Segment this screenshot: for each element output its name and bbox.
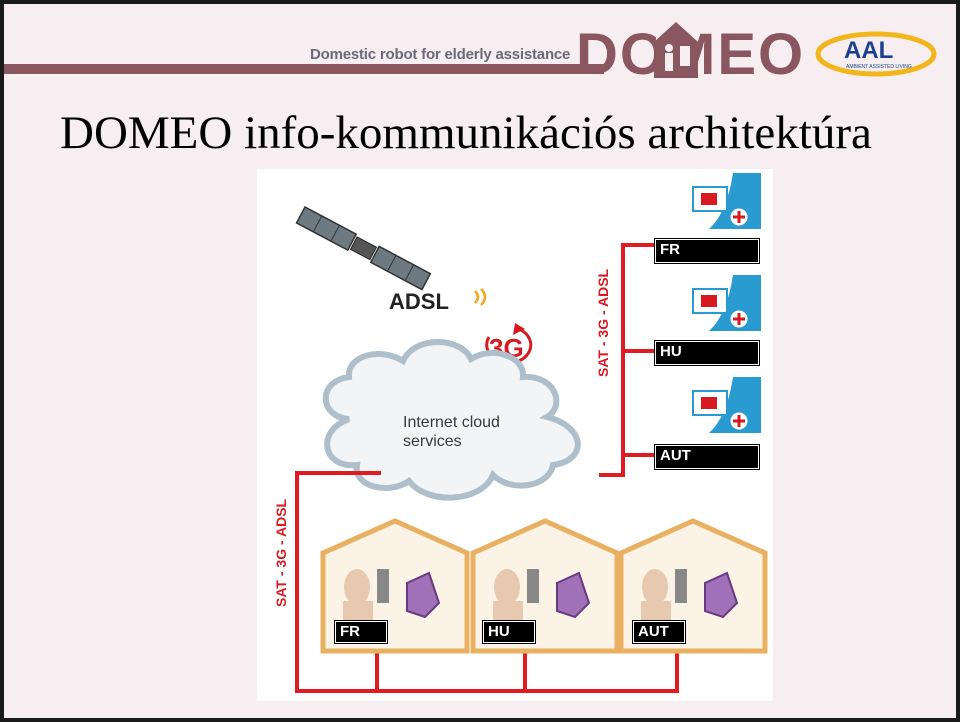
architecture-diagram: 3G	[257, 169, 773, 701]
remote-station-fr	[692, 173, 761, 229]
alarm-icon	[701, 193, 717, 205]
person-icon	[665, 44, 673, 52]
remote-label-hu: HU	[654, 340, 760, 366]
link-label-bottom: SAT - 3G - ADSL	[273, 498, 289, 607]
home-label-aut: AUT	[632, 620, 686, 644]
elderly-person-icon	[344, 569, 370, 605]
home-fr	[320, 518, 470, 654]
robot-chair-icon	[406, 571, 441, 619]
aal-subtext: AMBIENT ASSISTED LIVING	[846, 64, 912, 70]
remote-label-fr: FR	[654, 238, 760, 264]
diagram-canvas: 3G	[295, 173, 768, 693]
cloud-label: Internet cloud services	[403, 413, 500, 451]
aal-text: AAL	[844, 37, 893, 64]
robot-icon	[680, 46, 690, 66]
remote-station-hu	[692, 275, 761, 331]
home-hu	[470, 518, 620, 654]
page-title: DOMEO info-kommunikációs architektúra	[60, 107, 872, 159]
home-label-hu: HU	[482, 620, 536, 644]
home-label-fr: FR	[334, 620, 388, 644]
remote-station-aut	[692, 377, 761, 433]
internet-cloud	[322, 339, 581, 501]
slide: Domestic robot for elderly assistance DO…	[4, 4, 956, 718]
cloud-label-line1: Internet cloud	[403, 414, 500, 431]
robot-icon	[377, 569, 389, 603]
tagline: Domestic robot for elderly assistance	[310, 46, 571, 63]
aal-logo: AAL AMBIENT ASSISTED LIVING	[815, 31, 937, 77]
header-bar	[4, 64, 604, 74]
adsl-wave-icon	[474, 288, 487, 306]
adsl-label: ADSL	[389, 289, 449, 314]
domeo-logo: DOMEO	[576, 22, 803, 84]
network-links	[295, 243, 679, 693]
cloud-label-line2: services	[403, 433, 462, 450]
satellite-icon	[295, 205, 432, 291]
remote-label-aut: AUT	[654, 444, 760, 470]
link-label-top: SAT - 3G - ADSL	[595, 268, 611, 377]
